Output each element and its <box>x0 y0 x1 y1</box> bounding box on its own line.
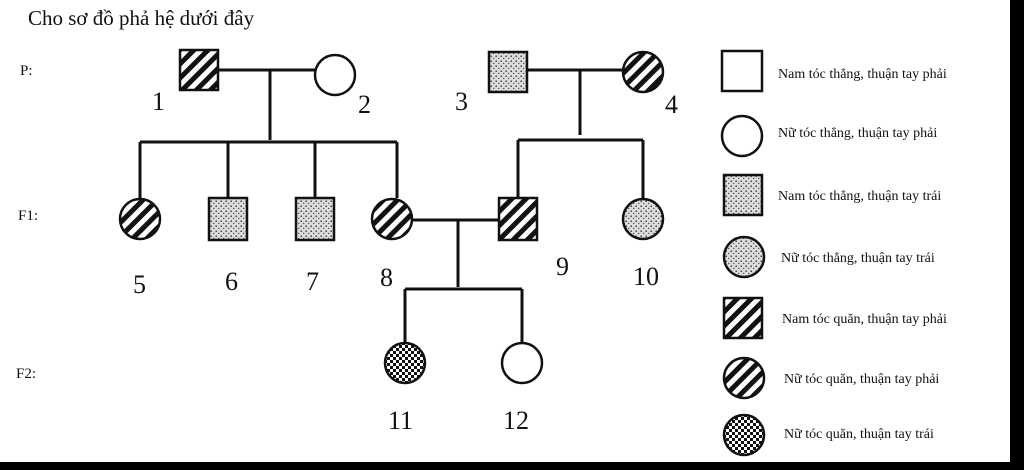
individual-3-male-symbol <box>487 50 529 94</box>
individual-label-7: 7 <box>306 267 319 296</box>
legend-label-6: Nữ tóc quăn, thuận tay phải <box>784 372 939 387</box>
individual-12-female-symbol <box>500 341 544 385</box>
individual-label-8: 8 <box>380 263 393 292</box>
legend-symbol-male-dotted <box>722 173 764 217</box>
individual-label-10: 10 <box>633 262 659 291</box>
legend-symbol-female-dotted <box>722 235 766 279</box>
individual-label-12: 12 <box>503 406 529 435</box>
legend-label-7: Nữ tóc quăn, thuận tay trái <box>784 427 934 442</box>
individual-9-male-symbol <box>497 196 539 242</box>
individual-11-female-symbol <box>383 341 427 385</box>
individual-label-3: 3 <box>455 87 468 116</box>
individual-5-female-symbol <box>118 197 162 241</box>
individual-label-2: 2 <box>358 90 371 119</box>
pedigree-lines <box>138 68 645 342</box>
legend-label-1: Nam tóc thẳng, thuận tay phải <box>778 67 947 82</box>
legend-label-5: Nam tóc quăn, thuận tay phải <box>782 312 947 327</box>
individual-label-6: 6 <box>225 267 238 296</box>
individual-2-female-symbol <box>313 53 357 97</box>
legend-symbol-female-blank <box>720 114 764 158</box>
legend-label-4: Nữ tóc thẳng, thuận tay trái <box>781 251 935 266</box>
pedigree-diagram: Cho sơ đồ phả hệ dưới đây P: F1: F2: 1 <box>16 6 947 457</box>
legend-label-2: Nữ tóc thẳng, thuận tay phải <box>778 126 937 141</box>
generation-label-f2: F2: <box>16 366 36 382</box>
individual-label-9: 9 <box>556 252 569 281</box>
individual-8-female-symbol <box>370 197 414 241</box>
individual-label-4: 4 <box>665 90 678 119</box>
legend-label-3: Nam tóc thẳng, thuận tay trái <box>778 189 941 204</box>
individual-4-female-symbol <box>621 50 665 94</box>
generation-label-f1: F1: <box>18 208 38 224</box>
legend-symbol-female-striped <box>722 356 766 400</box>
legend-symbol-male-blank <box>720 49 764 93</box>
individual-1-male-symbol <box>178 48 220 92</box>
legend: Nam tóc thẳng, thuận tay phải Nữ tóc thẳ… <box>720 49 947 457</box>
individual-6-male-symbol <box>207 196 249 242</box>
generation-label-p: P: <box>20 63 33 79</box>
individual-label-1: 1 <box>152 87 165 116</box>
diagram-title: Cho sơ đồ phả hệ dưới đây <box>28 6 255 30</box>
individual-label-5: 5 <box>133 270 146 299</box>
pedigree-canvas: Cho sơ đồ phả hệ dưới đây P: F1: F2: 1 <box>0 0 1010 462</box>
individual-10-female-symbol <box>621 197 665 241</box>
individual-7-male-symbol <box>294 196 336 242</box>
legend-symbol-female-checkered <box>722 413 766 457</box>
legend-symbol-male-striped <box>722 296 764 340</box>
individual-label-11: 11 <box>388 406 413 435</box>
